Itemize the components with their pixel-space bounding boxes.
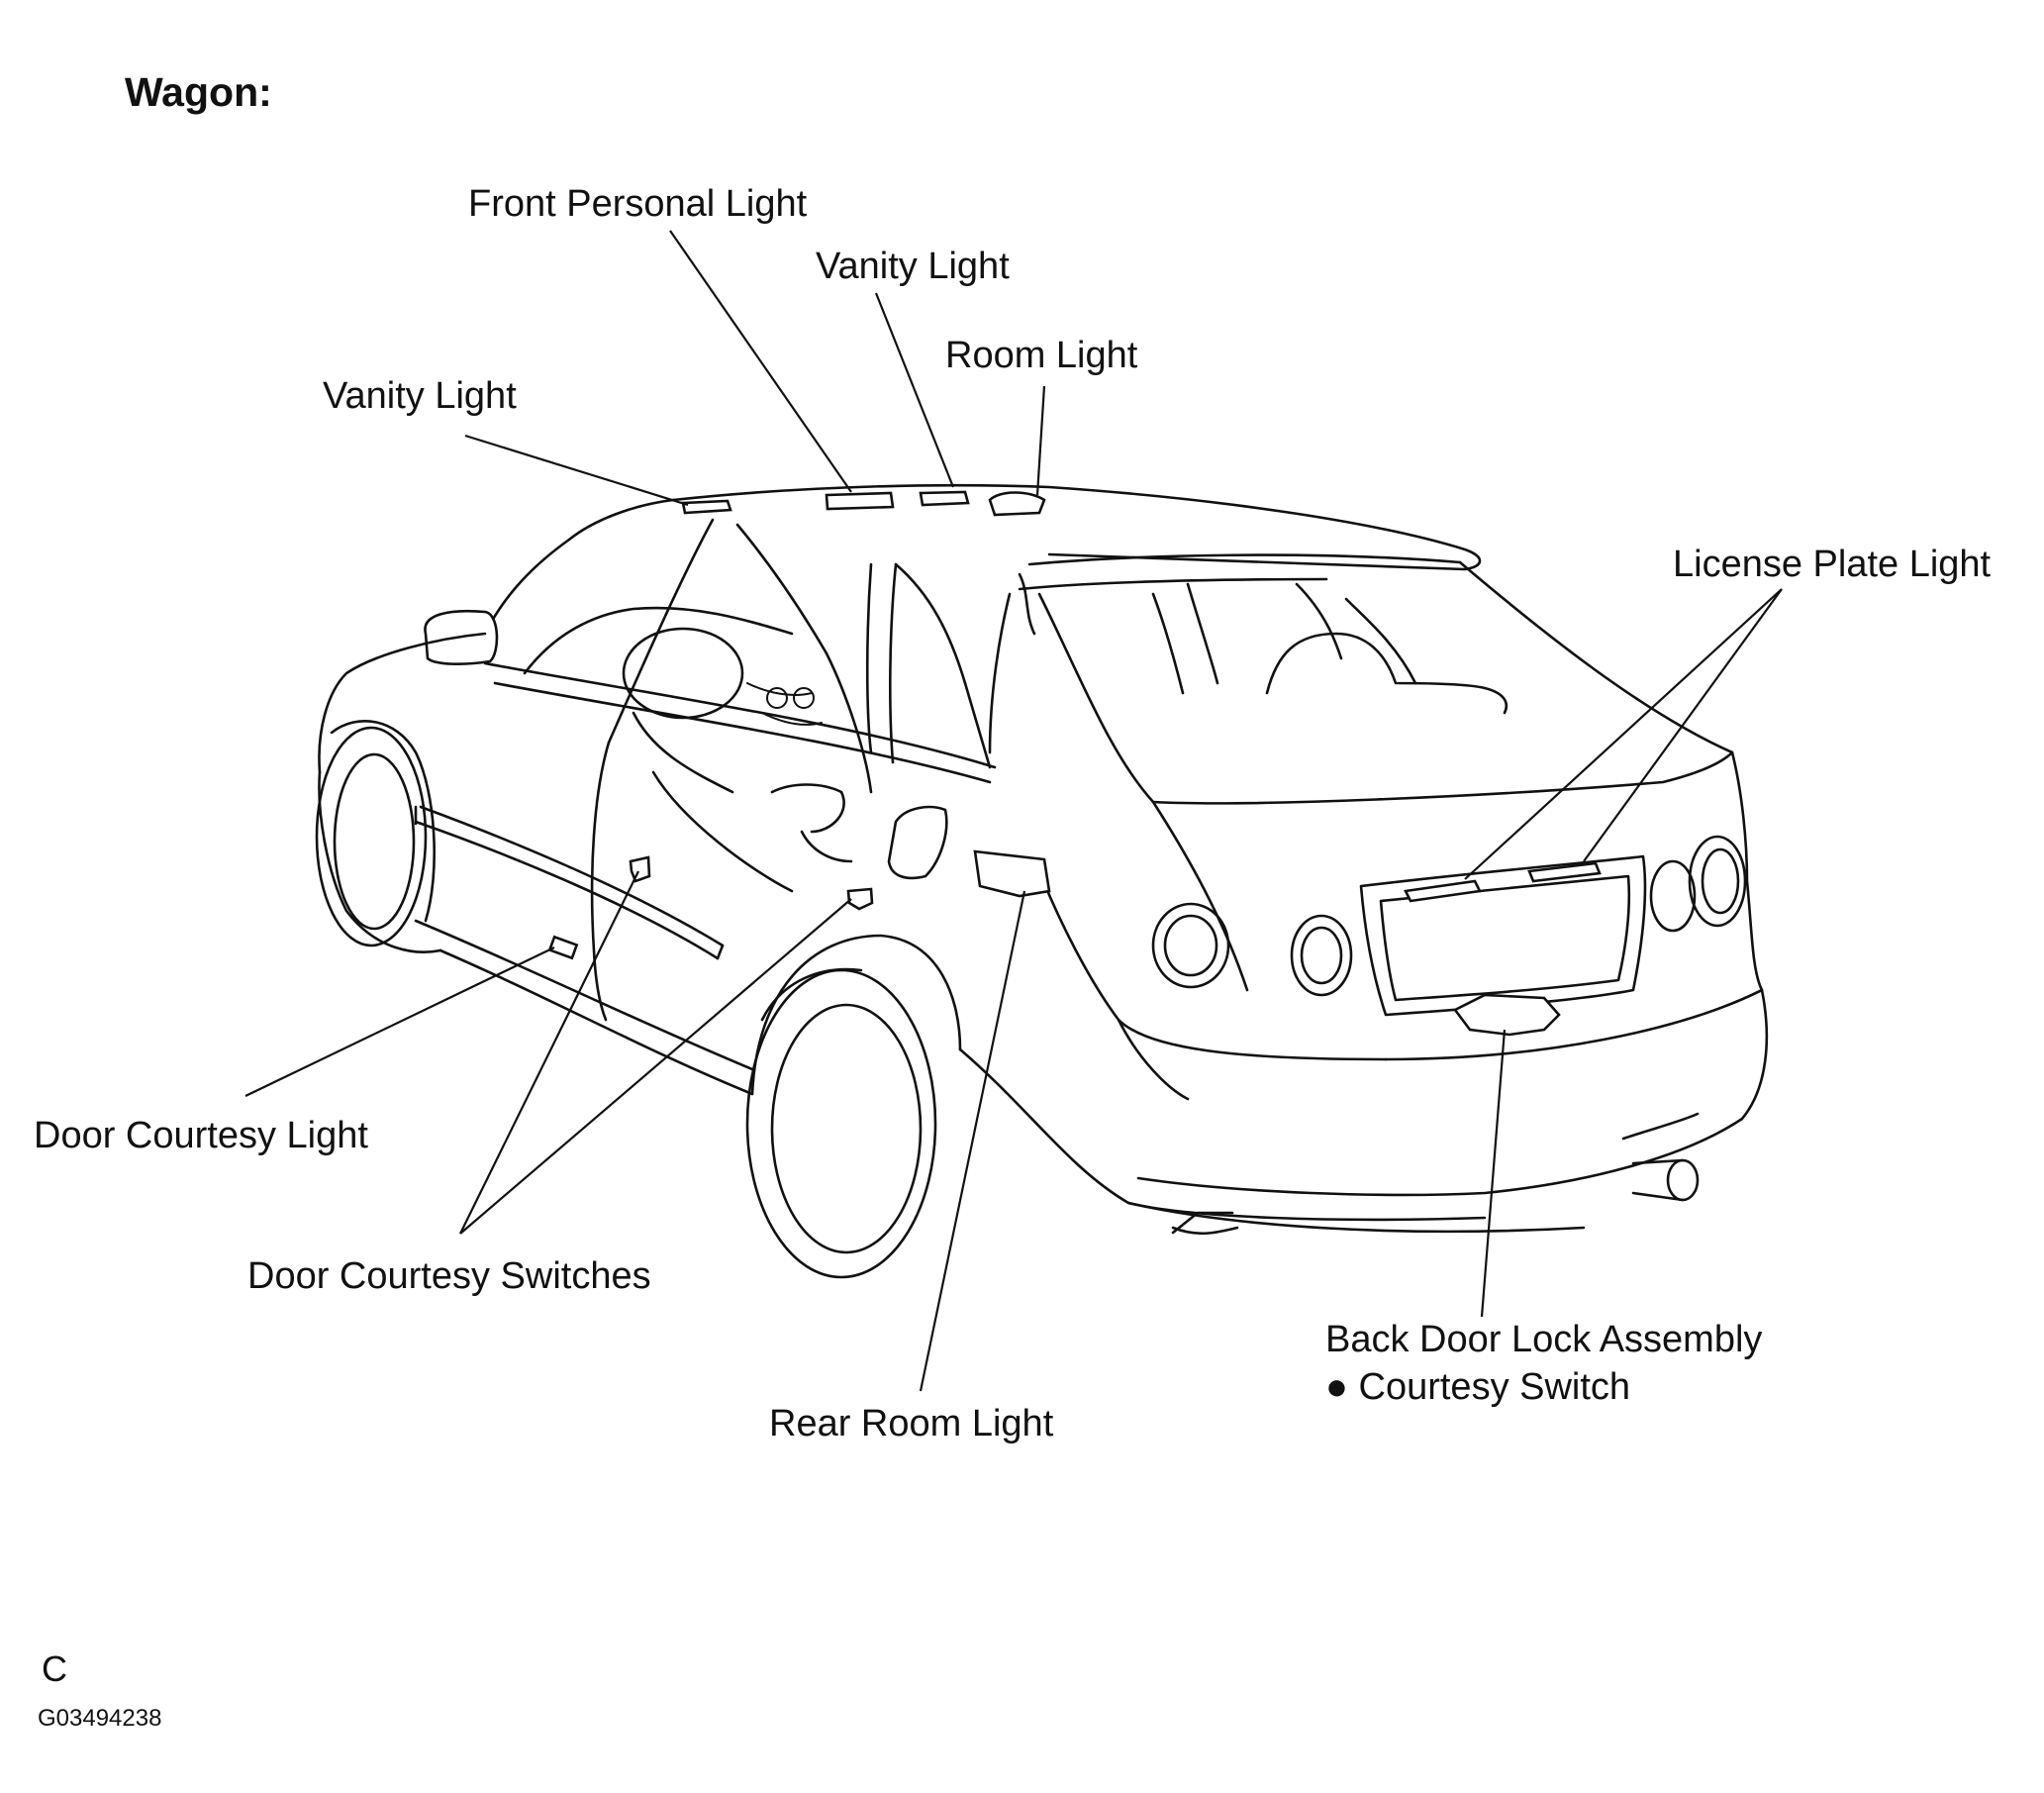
leader-front-personal-light — [669, 230, 852, 493]
roof-lights — [681, 490, 1046, 517]
label-courtesy-switch: ● Courtesy Switch — [1325, 1366, 1631, 1408]
leader-back-door-lock — [1480, 1029, 1507, 1318]
leader-rear-room-light — [919, 890, 1026, 1392]
door-components — [547, 849, 1051, 960]
leader-door-courtesy-switch-1 — [459, 870, 639, 1235]
label-back-door-lock-assembly: Back Door Lock Assembly — [1325, 1319, 1763, 1360]
room-light-icon — [988, 491, 1046, 517]
label-vanity-light-left: Vanity Light — [323, 375, 517, 417]
license-plate-light-right-icon — [1527, 861, 1602, 883]
leader-door-courtesy-switch-2 — [459, 898, 852, 1235]
leader-lines — [244, 230, 1783, 1392]
rear-components — [1404, 861, 1602, 1037]
door-courtesy-light-icon — [547, 935, 579, 960]
label-door-courtesy-switches: Door Courtesy Switches — [247, 1255, 651, 1297]
section-letter: C — [42, 1648, 67, 1689]
label-license-plate-light: License Plate Light — [1673, 544, 1992, 585]
leader-license-plate-light-2 — [1583, 588, 1783, 862]
rear-room-light-icon — [973, 849, 1051, 898]
leader-license-plate-light-1 — [1464, 588, 1783, 880]
label-door-courtesy-light: Door Courtesy Light — [34, 1115, 368, 1156]
label-rear-room-light: Rear Room Light — [769, 1403, 1054, 1444]
door-courtesy-switch-front-icon — [629, 855, 651, 883]
label-room-light: Room Light — [945, 335, 1138, 376]
label-vanity-light-top: Vanity Light — [816, 246, 1010, 287]
back-door-lock-assembly-icon — [1453, 993, 1561, 1037]
leader-vanity-light-top — [874, 292, 955, 488]
door-courtesy-switch-rear-icon — [846, 887, 874, 911]
leader-door-courtesy-light — [244, 946, 555, 1097]
license-plate-light-left-icon — [1404, 879, 1482, 903]
figure-id: G03494238 — [38, 1705, 162, 1732]
vanity-light-top-icon — [919, 490, 970, 507]
leader-vanity-light-left — [464, 434, 689, 507]
vanity-light-left-icon — [681, 499, 732, 515]
diagram-title: Wagon: — [125, 69, 272, 115]
leader-room-light — [1035, 385, 1046, 496]
car-body — [315, 483, 1769, 1279]
label-front-personal-light: Front Personal Light — [468, 183, 808, 225]
front-personal-light-icon — [825, 491, 895, 511]
